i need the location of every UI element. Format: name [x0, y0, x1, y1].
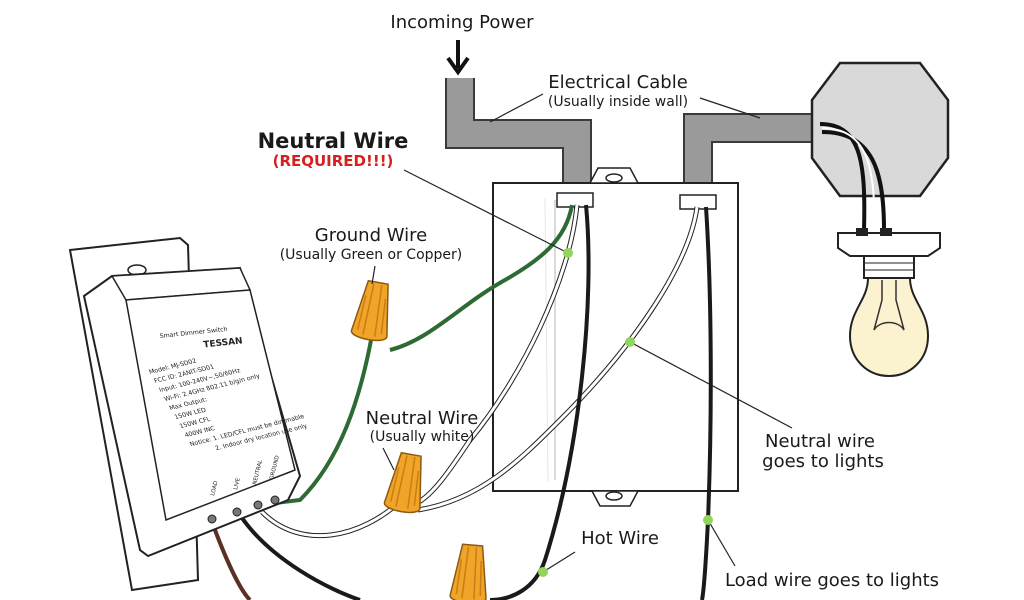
- neutral-to-lights-label-line2: goes to lights: [762, 451, 884, 472]
- electrical-cable: [445, 78, 820, 195]
- hot-wire: [489, 204, 591, 600]
- load-wire-label: Load wire goes to lights: [725, 570, 939, 591]
- smart-dimmer-device: Smart Dimmer Switch TESSAN Model: MJ-SD0…: [68, 236, 309, 592]
- ground-wire-label: Ground Wire: [315, 225, 427, 246]
- electrical-cable-sublabel: (Usually inside wall): [548, 94, 688, 110]
- incoming-power-arrow-icon: [446, 40, 470, 76]
- terminal-label: LOAD: [210, 480, 219, 496]
- ground-wire-sublabel: (Usually Green or Copper): [280, 247, 463, 263]
- light-bulb-icon: [819, 122, 941, 378]
- terminal-label: LIVE: [233, 477, 242, 491]
- hot-wire-label: Hot Wire: [581, 528, 659, 549]
- neutral-required-note: (REQUIRED!!!): [273, 152, 394, 170]
- electrical-box: [492, 167, 739, 507]
- neutral-required-title: Neutral Wire: [258, 129, 409, 153]
- ground-wire-device: [274, 334, 374, 505]
- wire-connector-hot-icon: [449, 543, 487, 600]
- neutral-wire-label: Neutral Wire: [366, 408, 479, 429]
- wire-connector-ground-icon: [350, 279, 389, 342]
- ground-wire-box: [389, 204, 574, 352]
- callout-dots: [538, 248, 713, 577]
- wire-connector-neutral-icon: [383, 451, 422, 514]
- neutral-to-lights-label: Neutral wire: [765, 431, 875, 452]
- electrical-cable-label: Electrical Cable: [548, 72, 688, 93]
- incoming-power-label: Incoming Power: [390, 12, 534, 33]
- terminal-label: GROUND: [269, 455, 281, 481]
- ceiling-junction-box: [810, 61, 950, 198]
- neutral-wire-sublabel: (Usually white): [370, 429, 475, 445]
- device-brand: TESSAN: [203, 336, 244, 350]
- callout-lines: [371, 93, 793, 573]
- load-wire: [700, 206, 713, 600]
